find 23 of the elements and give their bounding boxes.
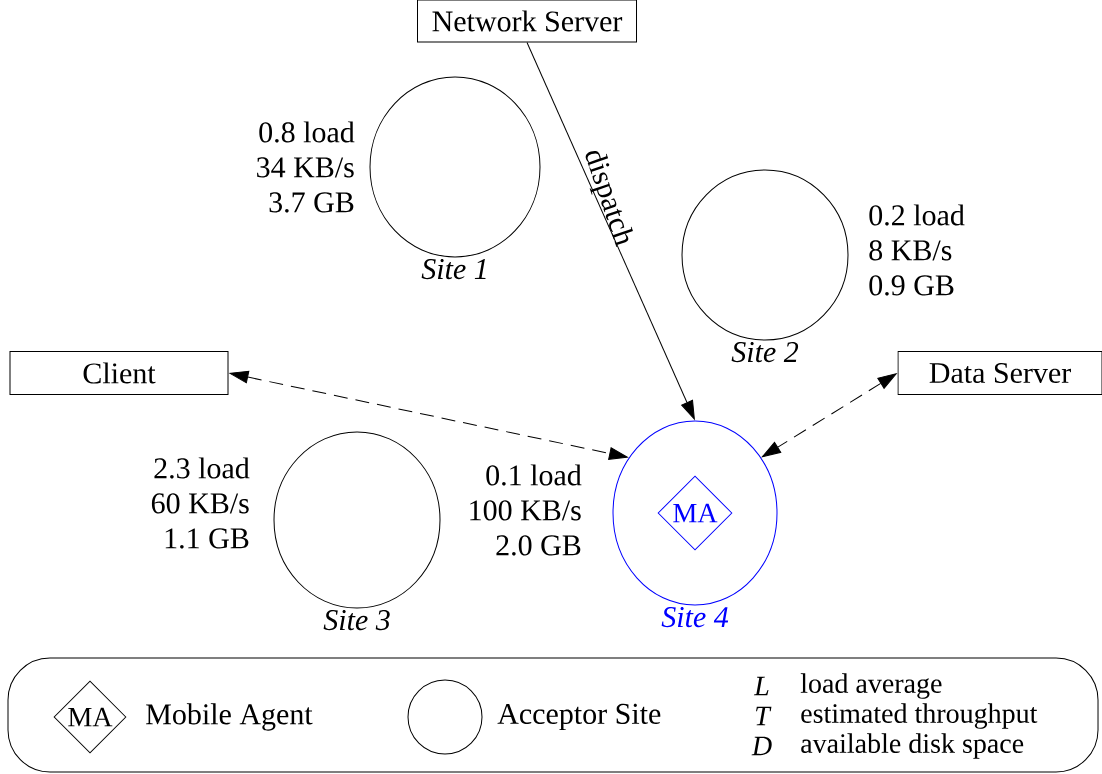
edge-label: dispatch — [585, 150, 633, 247]
stats-text: 0.1 load 100 KB/s 2.0 GB — [470, 464, 582, 556]
process-box: Network Server — [417, 0, 637, 43]
legend-letter: T — [756, 706, 772, 726]
stats-text: 2.3 load 60 KB/s 1.1 GB — [151, 457, 250, 549]
node-label: Site 1 — [421, 259, 486, 280]
node-label: Site 3 — [323, 610, 390, 631]
legend-text: Mobile Agent — [146, 703, 313, 731]
legend-text: Acceptor Site — [497, 703, 661, 731]
stats-text: 0.2 load 8 KB/s 0.9 GB — [869, 204, 965, 296]
arrow — [229, 370, 628, 460]
legend-text: load average — [800, 673, 942, 699]
stats-text: 0.8 load 34 KB/s 3.7 GB — [257, 121, 355, 213]
process-box: Data Server — [897, 351, 1102, 395]
arrow — [526, 42, 695, 420]
process-box: Client — [9, 351, 229, 395]
legend-letter: D — [751, 736, 772, 756]
legend-text: estimated throughput — [801, 703, 1038, 729]
node-label: Site 2 — [731, 342, 799, 363]
node-label: Site 4 — [661, 607, 729, 628]
legend-text: available disk space — [801, 733, 1024, 759]
arrow — [761, 373, 897, 458]
legend-letter: L — [753, 676, 769, 696]
